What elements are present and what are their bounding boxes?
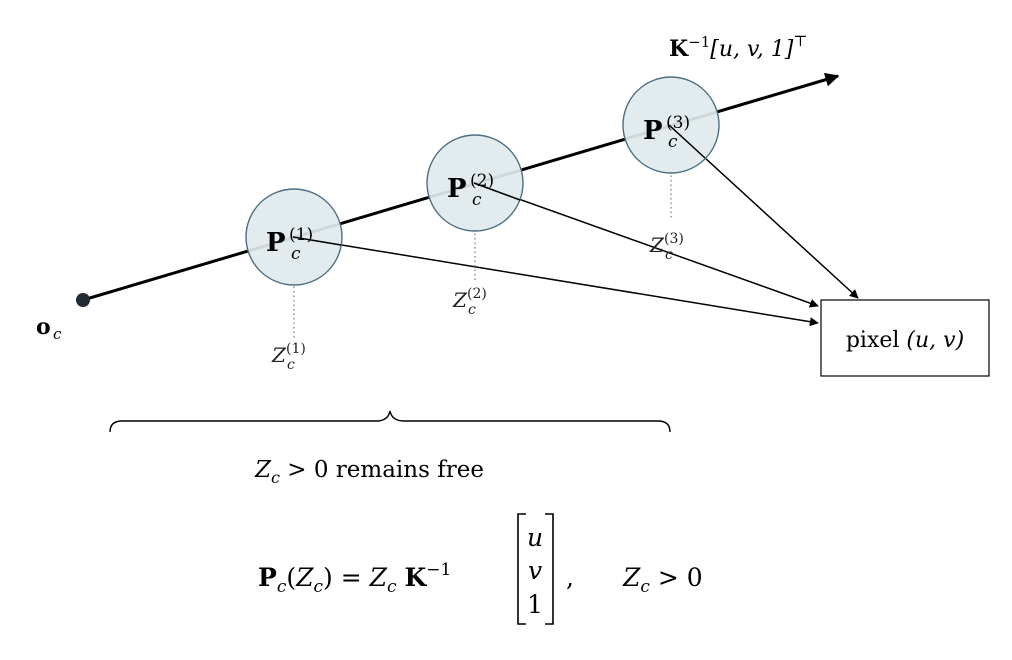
point-label-2-sub: c: [472, 190, 482, 210]
matrix-left-bracket: [517, 513, 526, 625]
depth-label-1: Z: [271, 343, 287, 367]
depth-label-3-sub: c: [665, 247, 673, 263]
point-label-1-sub: c: [291, 244, 301, 264]
depth-label-1-sub: c: [287, 357, 295, 373]
point-label-2: P: [447, 174, 467, 204]
projection-line-2: [473, 182, 819, 308]
pixel-box: [820, 299, 990, 377]
brace-caption: Zc > 0 remains free: [254, 457, 484, 487]
equation-condition: Zc > 0: [622, 563, 703, 597]
curly-brace: [109, 410, 671, 433]
projection-equation: Pc(Zc) = Zc K−1 u v 1 , Zc > 0: [258, 513, 703, 625]
vector-entry-u: u: [527, 523, 543, 552]
depth-label-3: Z: [649, 233, 665, 257]
origin-dot: [76, 293, 90, 307]
depth-label-2-sub: c: [468, 302, 476, 318]
projection-line-1: [292, 236, 819, 327]
origin-label: o: [36, 314, 51, 340]
point-label-3: P: [643, 116, 663, 146]
matrix-right-bracket: [545, 513, 554, 625]
vector-entry-1: 1: [527, 590, 543, 619]
point-label-2-sup: (2): [470, 171, 494, 191]
depth-label-1-sup: (1): [286, 341, 306, 357]
point-label-1-sup: (1): [289, 225, 313, 245]
point-label-3-sup: (3): [666, 113, 690, 133]
point-label-3-sub: c: [668, 132, 678, 152]
depth-label-2-sup: (2): [467, 286, 487, 302]
pixel-label: pixel (u, v): [846, 328, 964, 353]
point-label-1: P: [266, 228, 286, 258]
depth-label-2: Z: [452, 288, 468, 312]
ray-direction-label: K−1[u, v, 1]⊤: [669, 32, 807, 62]
depth-label-3-sup: (3): [664, 231, 684, 247]
svg-text:Pc(Zc) = Zc K−1: Pc(Zc) = Zc K−1: [258, 560, 451, 597]
equation-comma: ,: [566, 563, 574, 592]
origin-label-sub: c: [53, 325, 62, 343]
vector-entry-v: v: [528, 556, 542, 585]
